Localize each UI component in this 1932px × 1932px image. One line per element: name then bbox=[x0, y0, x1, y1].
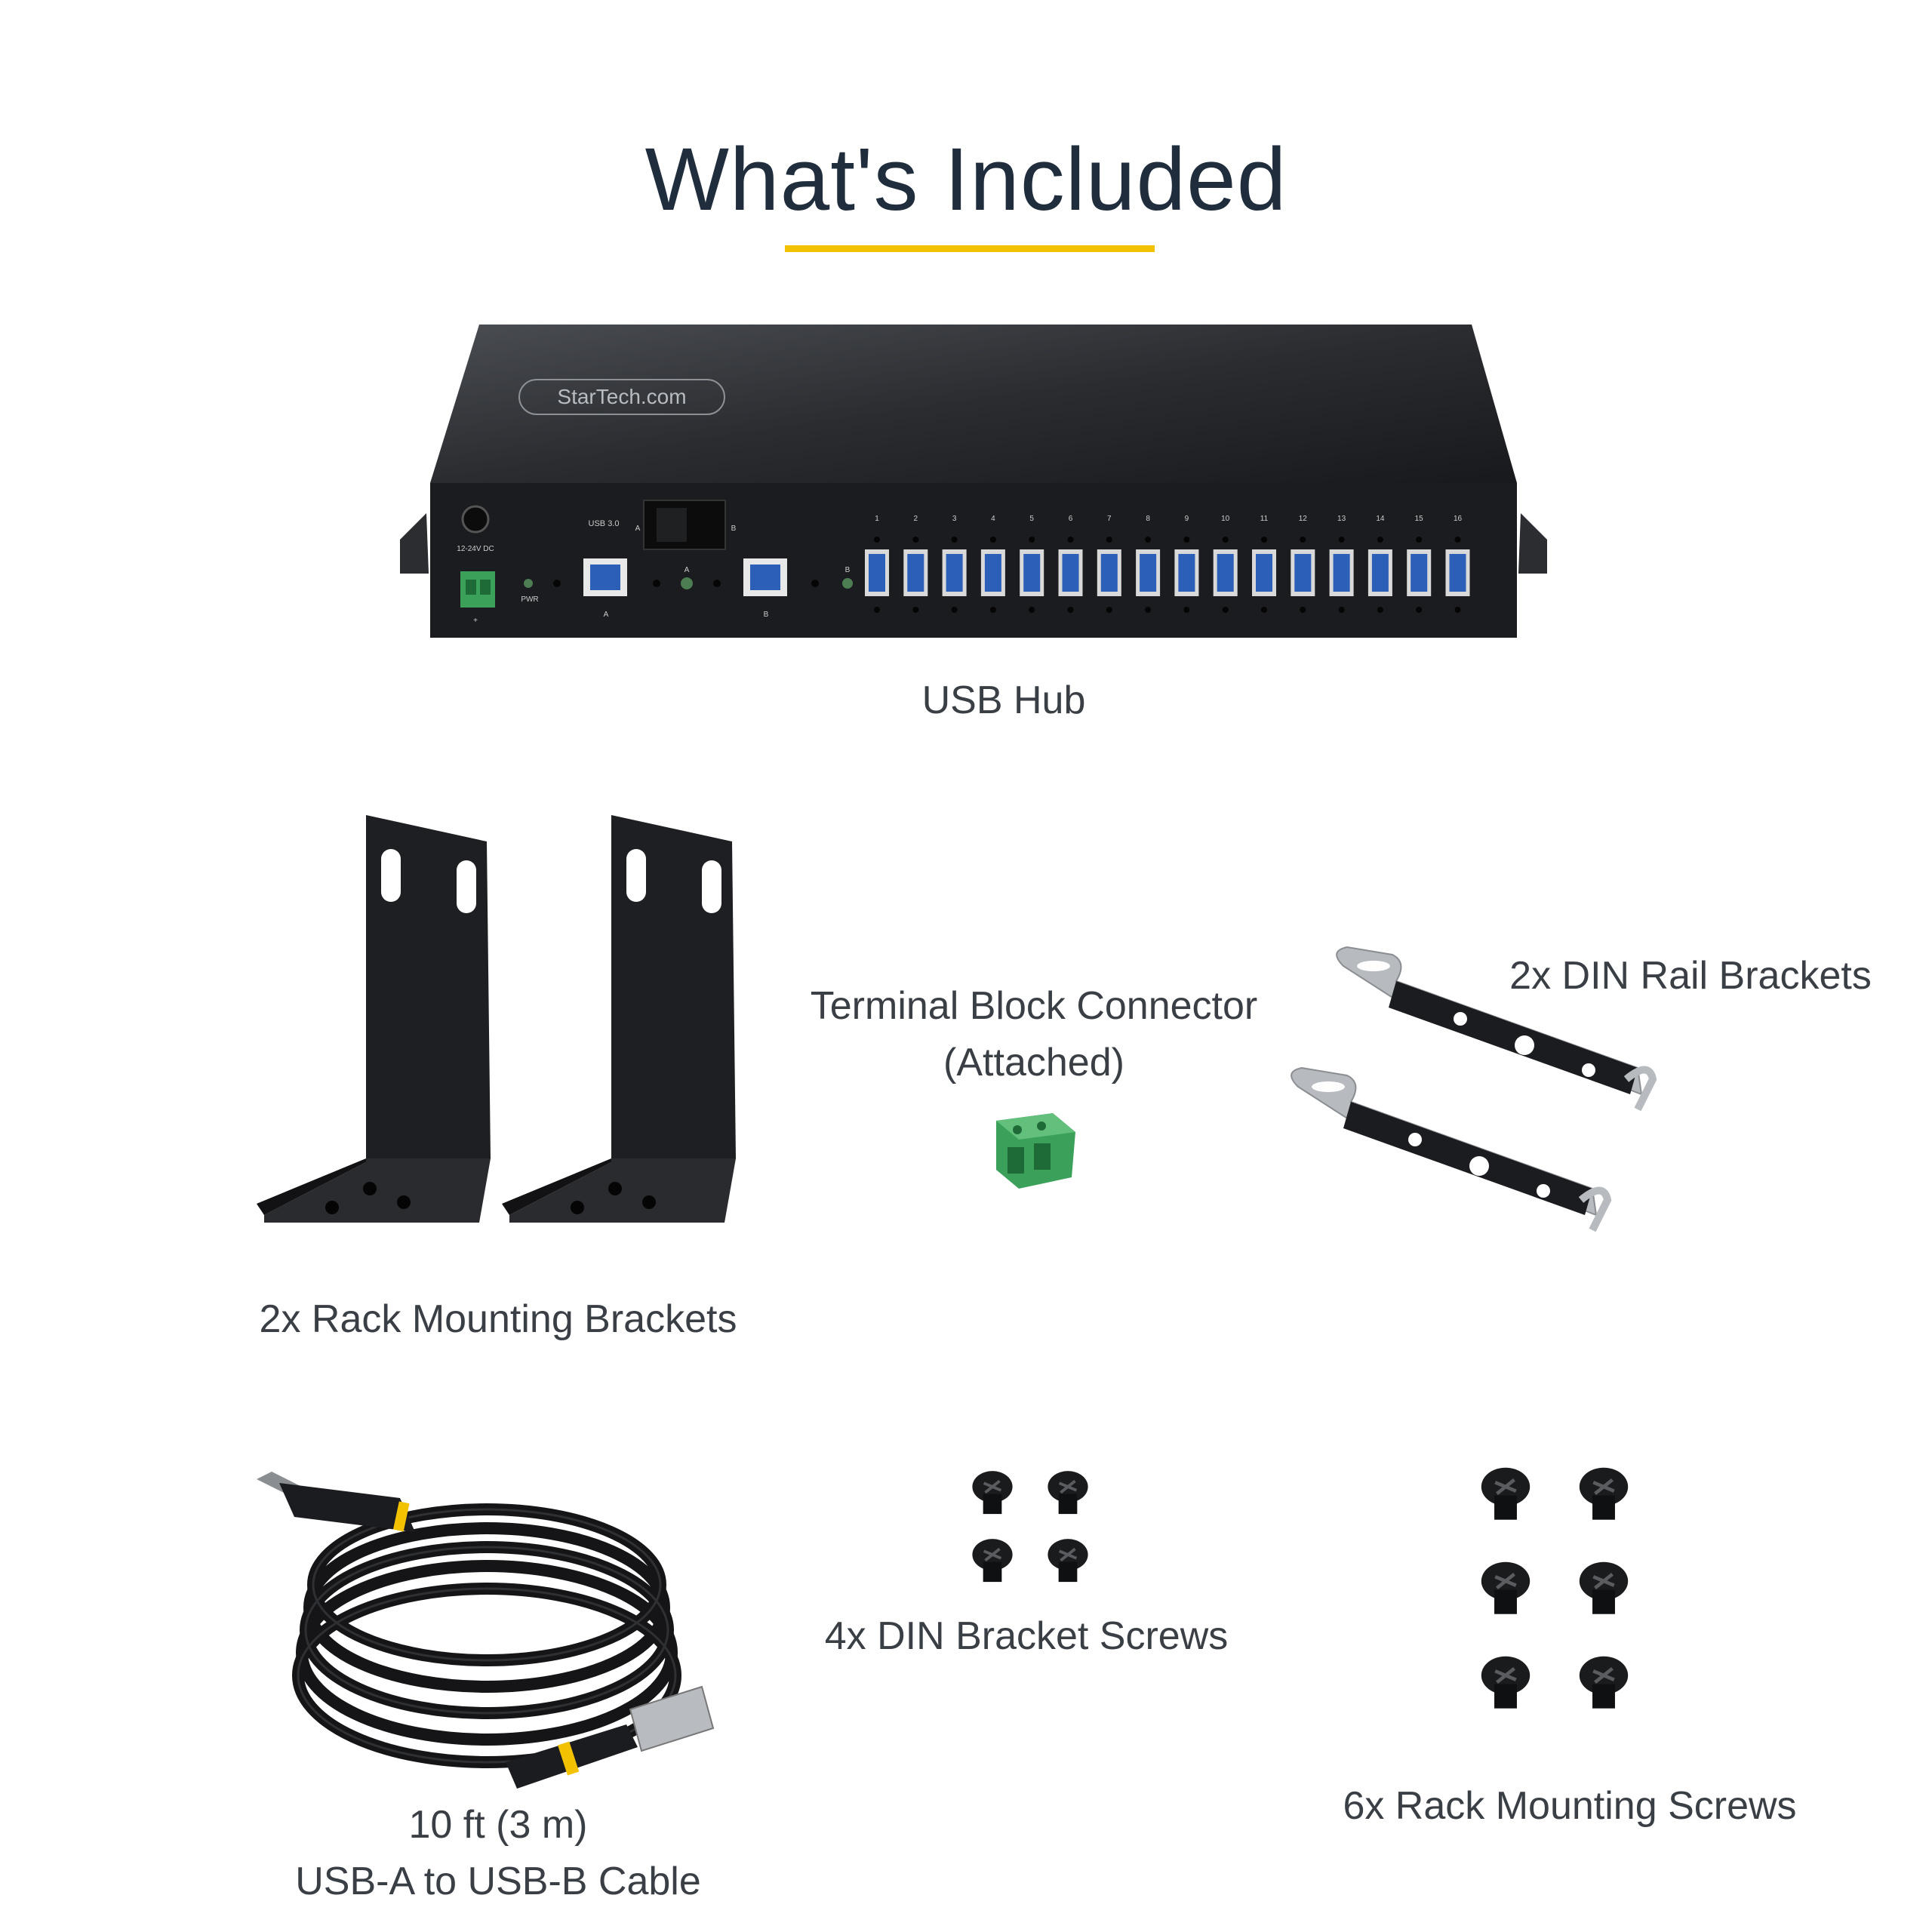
label-cable-line1: 10 ft (3 m) bbox=[408, 1803, 588, 1847]
port-number-label: 1 bbox=[875, 515, 879, 523]
label-din-brackets: 2x DIN Rail Brackets bbox=[1509, 954, 1872, 998]
svg-text:A: A bbox=[635, 525, 641, 533]
port-number-label: 12 bbox=[1299, 515, 1308, 523]
svg-text:+: + bbox=[473, 617, 478, 625]
port-number-label: 13 bbox=[1337, 515, 1346, 523]
din-screws-image bbox=[972, 1471, 1088, 1583]
page-title: What's Included bbox=[645, 130, 1287, 229]
svg-text:B: B bbox=[764, 611, 769, 619]
label-terminal-line2: (Attached) bbox=[943, 1041, 1124, 1084]
title-underline bbox=[785, 245, 1155, 252]
label-cable-line2: USB-A to USB-B Cable bbox=[295, 1860, 701, 1903]
label-usb-hub: USB Hub bbox=[921, 678, 1086, 722]
label-rack-brackets: 2x Rack Mounting Brackets bbox=[259, 1297, 737, 1341]
svg-text:A: A bbox=[685, 566, 690, 574]
label-din-screws: 4x DIN Bracket Screws bbox=[824, 1614, 1229, 1658]
port-number-label: 6 bbox=[1069, 515, 1073, 523]
port-number-label: 11 bbox=[1260, 515, 1269, 523]
rack-screws-image bbox=[1481, 1467, 1629, 1709]
svg-text:PWR: PWR bbox=[521, 595, 538, 604]
port-number-label: 7 bbox=[1107, 515, 1112, 523]
svg-text:B: B bbox=[731, 525, 737, 533]
svg-text:A: A bbox=[604, 611, 609, 619]
label-terminal-line1: Terminal Block Connector bbox=[810, 984, 1258, 1028]
port-number-label: 9 bbox=[1185, 515, 1189, 523]
port-number-label: 2 bbox=[914, 515, 918, 523]
svg-text:B: B bbox=[845, 566, 851, 574]
din-bracket-image bbox=[1291, 946, 1657, 1232]
port-number-label: 10 bbox=[1221, 515, 1230, 523]
port-number-label: 14 bbox=[1376, 515, 1385, 523]
dc-jack-icon bbox=[461, 505, 490, 534]
port-number-label: 16 bbox=[1454, 515, 1463, 523]
port-number-label: 8 bbox=[1146, 515, 1150, 523]
svg-text:12-24V DC: 12-24V DC bbox=[457, 545, 494, 553]
port-number-label: 3 bbox=[952, 515, 957, 523]
rack-bracket-image bbox=[257, 815, 736, 1223]
svg-text:USB 3.0: USB 3.0 bbox=[589, 519, 620, 528]
hub-brand-logo: StarTech.com bbox=[557, 385, 686, 408]
label-rack-screws: 6x Rack Mounting Screws bbox=[1343, 1784, 1797, 1828]
usb-cable-image bbox=[257, 1472, 715, 1789]
port-number-label: 4 bbox=[991, 515, 995, 523]
terminal-block-image bbox=[996, 1113, 1075, 1189]
port-number-label: 15 bbox=[1415, 515, 1424, 523]
port-number-label: 5 bbox=[1029, 515, 1034, 523]
